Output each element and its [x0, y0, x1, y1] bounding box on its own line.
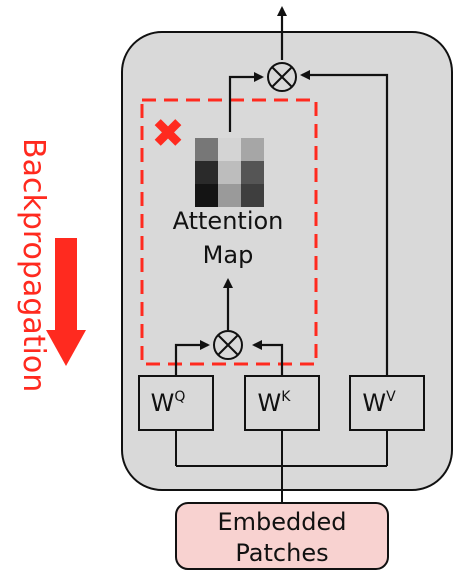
value-to-top-multiply-arrow — [300, 70, 389, 376]
blocked-gradient-icon: ✖ — [151, 111, 185, 157]
weight-value-box: WV — [349, 375, 425, 431]
attention-cell-2-2 — [218, 161, 241, 184]
map-label: Map — [203, 241, 254, 269]
attention-map-grid — [195, 138, 264, 207]
query-to-multiply-arrow — [174, 340, 210, 376]
bottom-multiply-node — [213, 330, 243, 360]
attention-cell-1-3 — [241, 138, 264, 161]
backpropagation-label: Backpropagation — [16, 138, 51, 392]
weight-value-superscript: V — [386, 389, 396, 405]
weight-key-box: WK — [244, 375, 320, 431]
key-to-multiply-arrow — [252, 340, 284, 376]
attention-cell-2-1 — [195, 161, 218, 184]
attention-label: Attention — [173, 207, 284, 235]
attention-cell-3-2 — [218, 184, 241, 207]
embedded-patches-box — [175, 502, 389, 570]
weight-query-base: W — [151, 389, 175, 417]
svg-text:WV: WV — [362, 389, 396, 417]
attention-cell-1-1 — [195, 138, 218, 161]
attention-cell-3-1 — [195, 184, 218, 207]
attention-cell-3-3 — [241, 184, 264, 207]
weight-query-superscript: Q — [174, 389, 185, 405]
attention-cell-2-3 — [241, 161, 264, 184]
backpropagation-arrow-shaft — [55, 238, 77, 330]
weight-value-base: W — [362, 389, 386, 417]
attention-cell-1-2 — [218, 138, 241, 161]
weight-key-base: W — [258, 389, 282, 417]
svg-text:WQ: WQ — [151, 389, 186, 417]
backpropagation-arrow-head — [46, 330, 86, 366]
top-multiply-node — [267, 62, 297, 92]
weight-query-box: WQ — [138, 375, 214, 431]
svg-text:WK: WK — [258, 389, 292, 417]
patches-label: Patches — [235, 539, 328, 567]
weight-key-superscript: K — [281, 389, 291, 405]
attention-to-top-multiply-arrow — [228, 72, 264, 132]
embedded-label: Embedded — [217, 508, 346, 536]
